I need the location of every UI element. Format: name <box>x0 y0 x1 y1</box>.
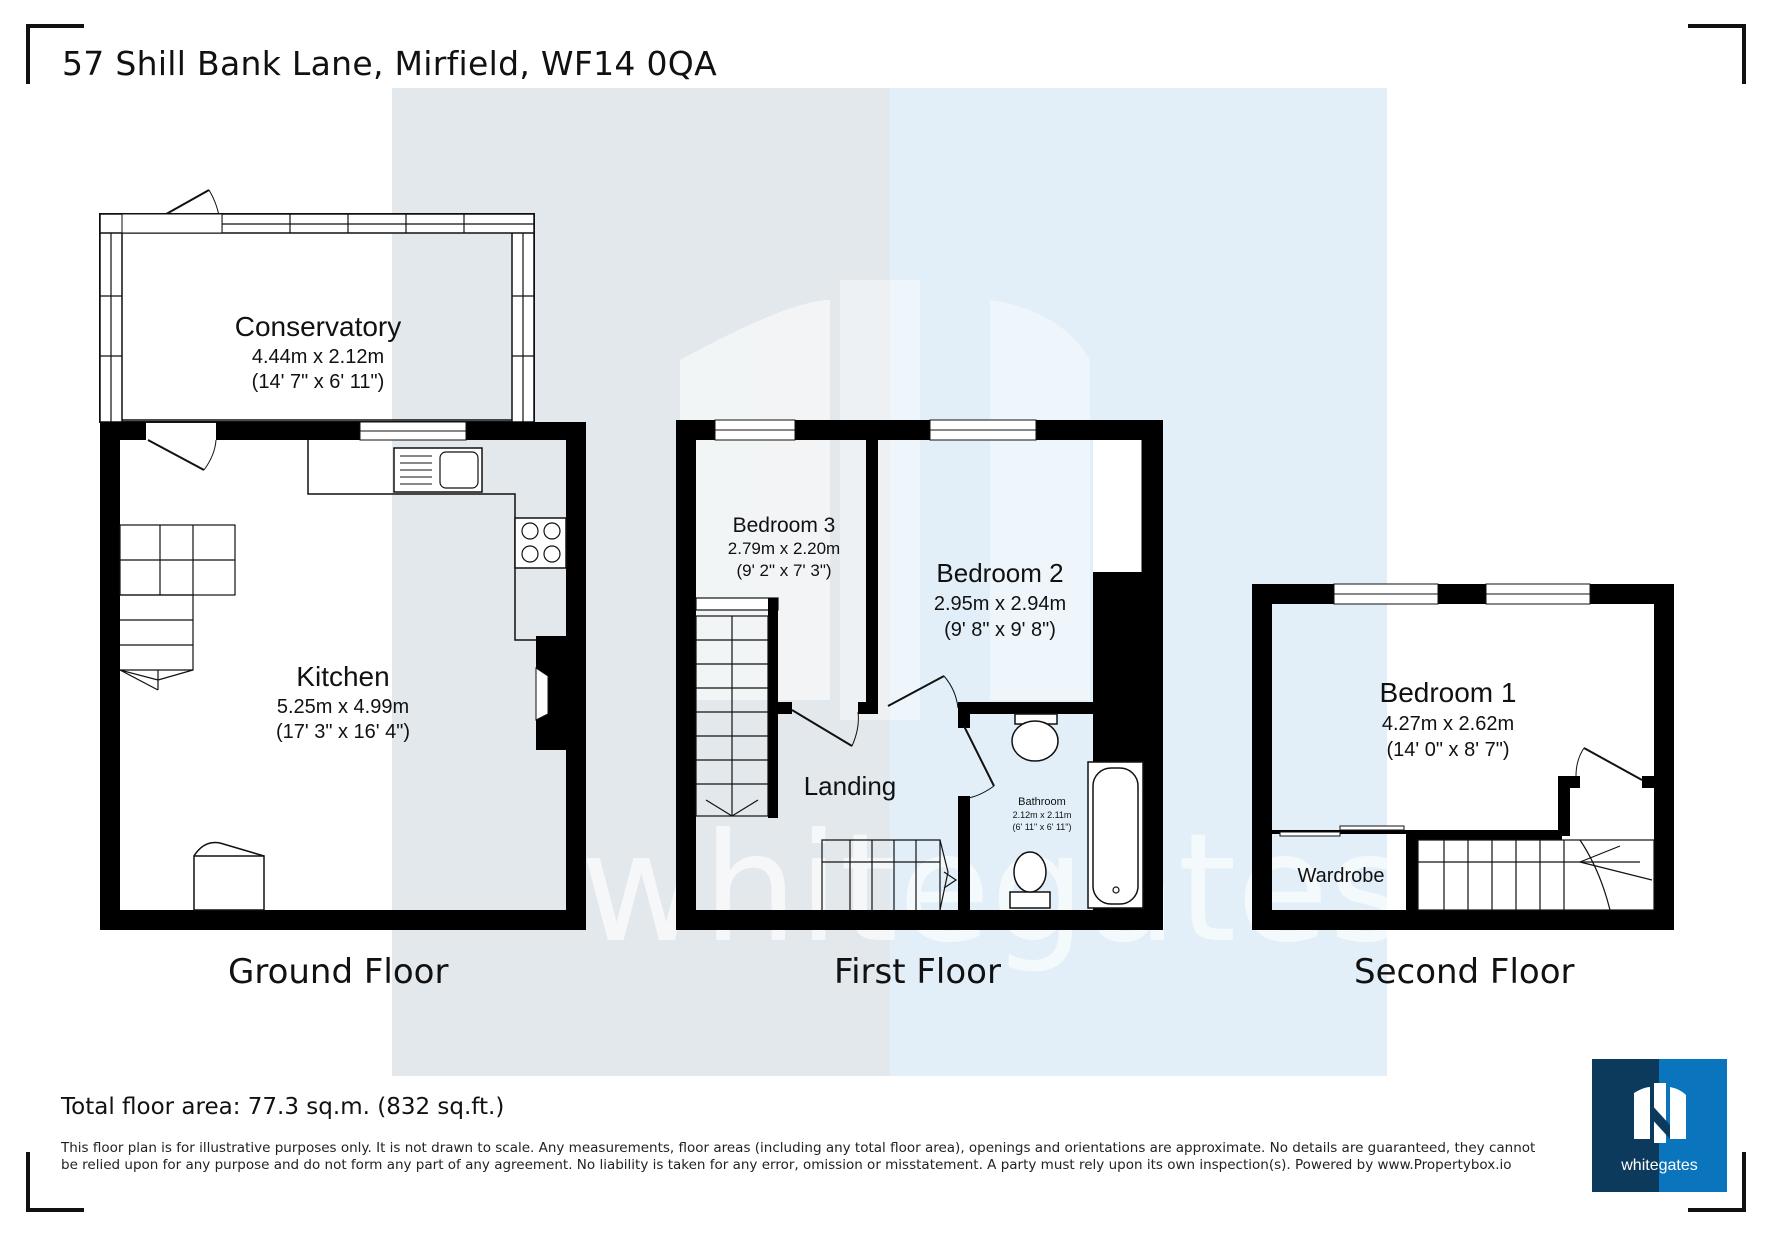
disclaimer-text: This floor plan is for illustrative purp… <box>61 1140 1536 1173</box>
room-name-conservatory: Conservatory <box>235 311 402 342</box>
logo-mark-icon <box>1634 1083 1686 1143</box>
room-name-bedroom-2: Bedroom 2 <box>936 558 1063 588</box>
watermark-text: whitegates <box>580 802 1407 976</box>
corner-bracket-top-left <box>26 24 84 84</box>
logo-word: whitegates <box>1621 1157 1698 1174</box>
room-metric-bedroom-3: 2.79m x 2.20m <box>728 539 840 558</box>
room-name-landing: Landing <box>804 771 897 801</box>
room-name-kitchen: Kitchen <box>296 661 389 692</box>
corner-bracket-top-right <box>1688 24 1746 84</box>
room-name-bathroom: Bathroom <box>1018 796 1066 808</box>
floor-label-ground: Ground Floor <box>228 952 449 992</box>
ground-floor-plan: Conservatory 4.44m x 2.12m (14' 7" x 6' … <box>99 189 586 930</box>
room-imperial-bedroom-1: (14' 0" x 8' 7") <box>1387 739 1510 761</box>
floor-label-first: First Floor <box>834 952 1001 992</box>
room-metric-bedroom-2: 2.95m x 2.94m <box>934 593 1066 615</box>
floor-label-second: Second Floor <box>1354 952 1575 992</box>
corner-bracket-bottom-right <box>1688 1152 1746 1212</box>
corner-bracket-bottom-left <box>26 1152 84 1212</box>
room-imperial-bedroom-3: (9' 2" x 7' 3") <box>736 561 831 580</box>
room-metric-conservatory: 4.44m x 2.12m <box>252 346 384 368</box>
room-metric-bedroom-1: 4.27m x 2.62m <box>1382 713 1514 735</box>
room-metric-bathroom: 2.12m x 2.11m <box>1013 810 1072 820</box>
room-imperial-kitchen: (17' 3" x 16' 4") <box>276 721 410 743</box>
room-imperial-bedroom-2: (9' 8" x 9' 8") <box>944 619 1056 641</box>
second-floor-plan: Bedroom 1 4.27m x 2.62m (14' 0" x 8' 7")… <box>1252 583 1674 930</box>
first-floor-plan: Bedroom 3 2.79m x 2.20m (9' 2" x 7' 3") … <box>676 419 1163 930</box>
room-imperial-conservatory: (14' 7" x 6' 11") <box>252 371 385 393</box>
total-floor-area: Total floor area: 77.3 sq.m. (832 sq.ft.… <box>61 1094 505 1120</box>
room-name-wardrobe: Wardrobe <box>1297 865 1384 887</box>
room-name-bedroom-3: Bedroom 3 <box>733 514 836 537</box>
watermark-logo <box>680 280 1090 720</box>
property-address-title: 57 Shill Bank Lane, Mirfield, WF14 0QA <box>62 44 717 83</box>
room-metric-kitchen: 5.25m x 4.99m <box>277 696 409 718</box>
room-imperial-bathroom: (6' 11" x 6' 11") <box>1012 822 1071 832</box>
whitegates-logo: whitegates <box>1592 1059 1727 1192</box>
room-name-bedroom-1: Bedroom 1 <box>1380 677 1517 708</box>
